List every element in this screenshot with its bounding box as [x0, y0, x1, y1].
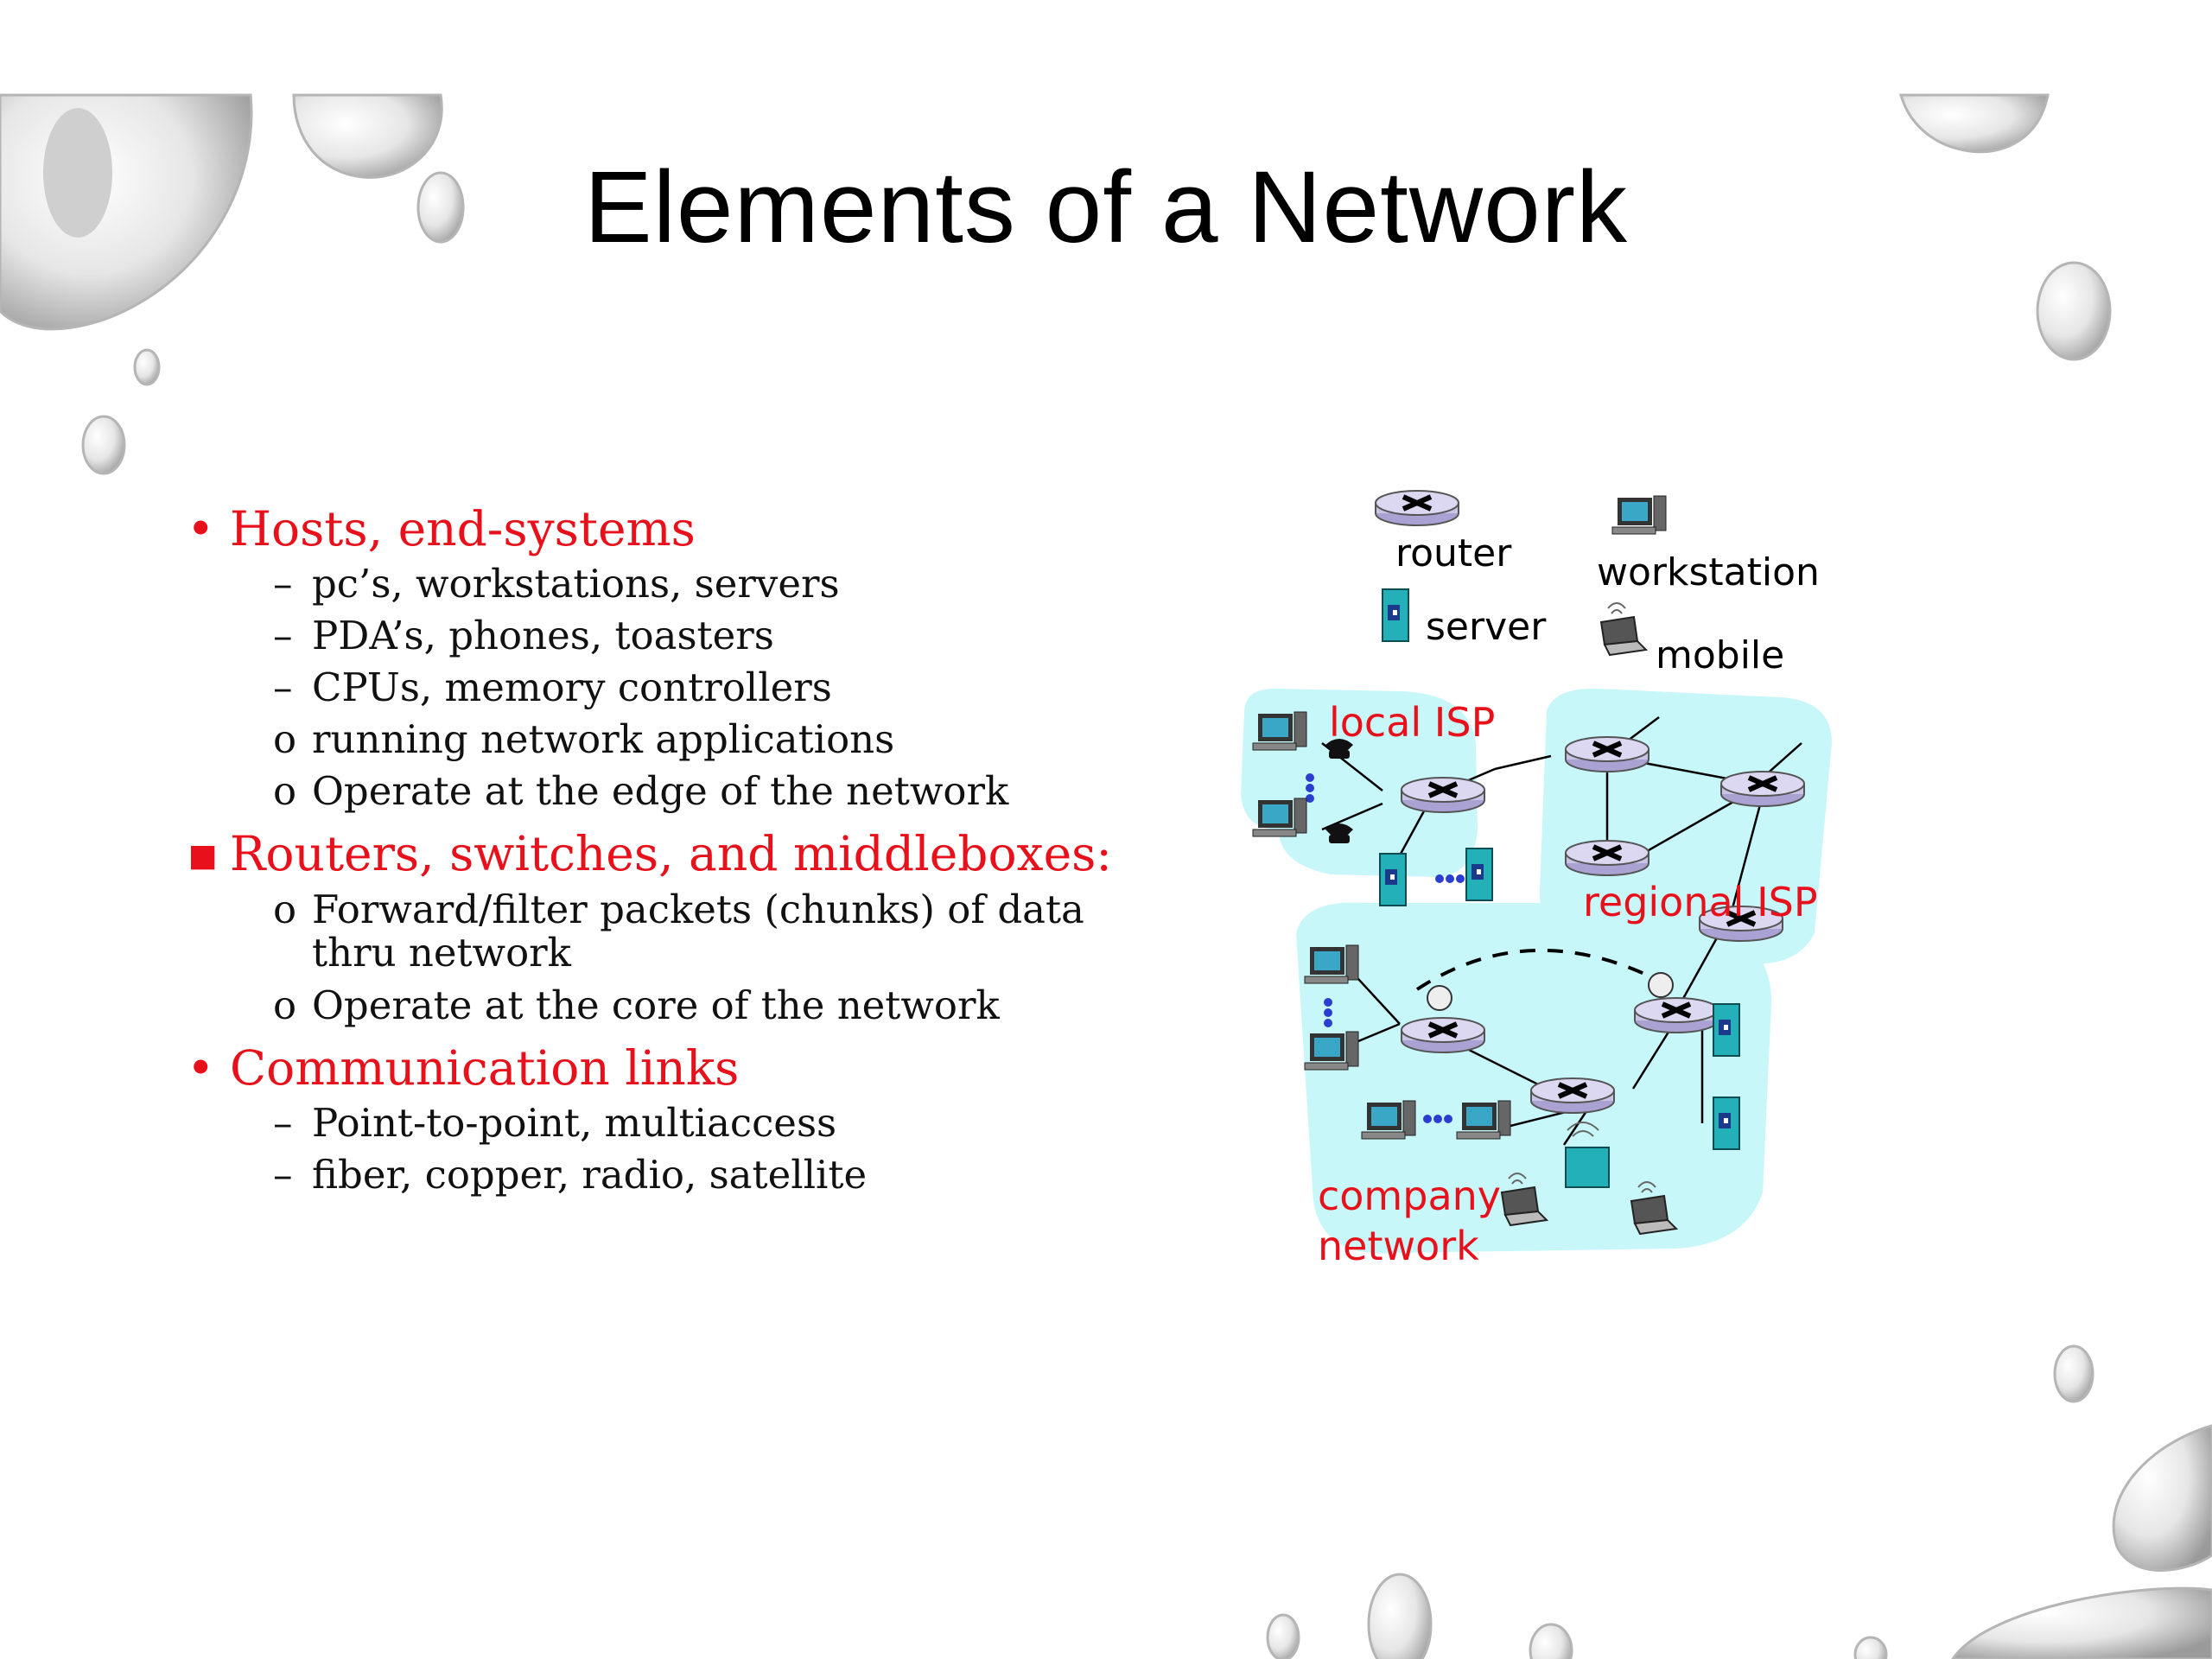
workstation-icon: [1304, 1031, 1359, 1071]
sub-bullet-text: pc’s, workstations, servers: [312, 561, 840, 607]
access-point-icon: [1565, 1147, 1610, 1188]
mobile-icon: [1600, 602, 1647, 656]
sub-bullet: –pc’s, workstations, servers: [187, 558, 1224, 610]
sub-bullet: o running network applications: [187, 714, 1224, 766]
bullet-list: • Hosts, end-systems –pc’s, workstations…: [187, 493, 1224, 1201]
router-icon: [1402, 778, 1484, 812]
sub-bullet-text: fiber, copper, radio, satellite: [312, 1152, 868, 1198]
workstation-icon: [1304, 944, 1359, 984]
sub-bullet-text: Point-to-point, multiaccess: [312, 1100, 837, 1146]
server-icon: [1382, 588, 1409, 642]
sub-bullet-marker: –: [273, 1100, 293, 1146]
bullet-marker: •: [187, 501, 215, 556]
router-icon: [1566, 737, 1649, 772]
router-icon: [1721, 772, 1804, 806]
bullet-hosts: • Hosts, end-systems: [187, 499, 1224, 558]
sub-bullet-marker: –: [273, 613, 293, 658]
mobile-label: mobile: [1656, 633, 1784, 677]
router-icon: [1635, 998, 1718, 1033]
bullet-text: Communication links: [230, 1040, 740, 1096]
bullet-marker: •: [187, 1040, 215, 1096]
sub-bullet-text: Operate at the edge of the network: [312, 768, 1009, 814]
router-icon: [1376, 491, 1459, 525]
bullet-text: Hosts, end-systems: [230, 501, 696, 556]
regional-isp-label: regional ISP: [1583, 879, 1818, 925]
server-icon: [1713, 1003, 1740, 1057]
server-icon: [1465, 848, 1493, 901]
workstation-icon: [1361, 1100, 1416, 1140]
phone-icon: [1325, 823, 1353, 843]
network-label: network: [1318, 1223, 1479, 1269]
sub-bullet-marker: –: [273, 1152, 293, 1198]
sub-bullet: o Forward/filter packets (chunks) of data…: [187, 888, 1224, 975]
sub-bullet-text: PDA’s, phones, toasters: [312, 613, 774, 658]
network-diagram: router workstation server mobile local I…: [1241, 484, 1832, 1269]
wireless-icon: [1567, 1122, 1599, 1137]
router-icon: [1531, 1078, 1614, 1113]
sub-bullet-marker: o: [273, 716, 297, 762]
bullet-marker: ▪: [187, 826, 219, 881]
sub-bullet-text: running network applications: [312, 716, 895, 762]
sub-bullet-marker: o: [273, 982, 297, 1028]
sub-bullet-marker: o: [273, 887, 297, 932]
slide-title: Elements of a Network: [583, 150, 1629, 264]
sub-bullet: –PDA’s, phones, toasters: [187, 610, 1224, 662]
workstation-label: workstation: [1597, 550, 1820, 594]
sub-bullet-text: Operate at the core of the network: [312, 982, 1000, 1028]
sub-bullet: –fiber, copper, radio, satellite: [187, 1149, 1224, 1201]
bullet-links: • Communication links: [187, 1039, 1224, 1097]
sub-bullet: o Operate at the core of the network: [187, 980, 1224, 1032]
bullet-routers: ▪ Routers, switches, and middleboxes:: [187, 824, 1224, 883]
bullet-text: Routers, switches, and middleboxes:: [230, 826, 1112, 881]
server-icon: [1713, 1096, 1740, 1150]
workstation-icon: [1252, 711, 1307, 751]
workstation-icon: [1611, 495, 1667, 535]
satellite-dish-icon: [1427, 972, 1674, 1011]
sub-bullet-text-continued: thru network: [312, 930, 571, 976]
sub-bullet-marker: –: [273, 561, 293, 607]
workstation-icon: [1252, 798, 1307, 837]
server-icon: [1379, 853, 1407, 906]
sub-bullet: –CPUs, memory controllers: [187, 662, 1224, 714]
router-icon: [1566, 841, 1649, 875]
sub-bullet: o Operate at the edge of the network: [187, 766, 1224, 817]
sub-bullet-marker: –: [273, 664, 293, 710]
server-label: server: [1426, 605, 1547, 649]
local-isp-label: local ISP: [1329, 699, 1495, 746]
sub-bullet-marker: o: [273, 768, 297, 814]
sub-bullet-text: CPUs, memory controllers: [312, 664, 832, 710]
workstation-icon: [1456, 1100, 1511, 1140]
top-band: [0, 0, 2212, 95]
company-label: company: [1318, 1173, 1501, 1219]
sub-bullet: –Point-to-point, multiaccess: [187, 1097, 1224, 1149]
sub-bullet-text: Forward/filter packets (chunks) of data: [312, 887, 1084, 932]
router-label: router: [1395, 531, 1512, 575]
router-icon: [1402, 1018, 1484, 1052]
